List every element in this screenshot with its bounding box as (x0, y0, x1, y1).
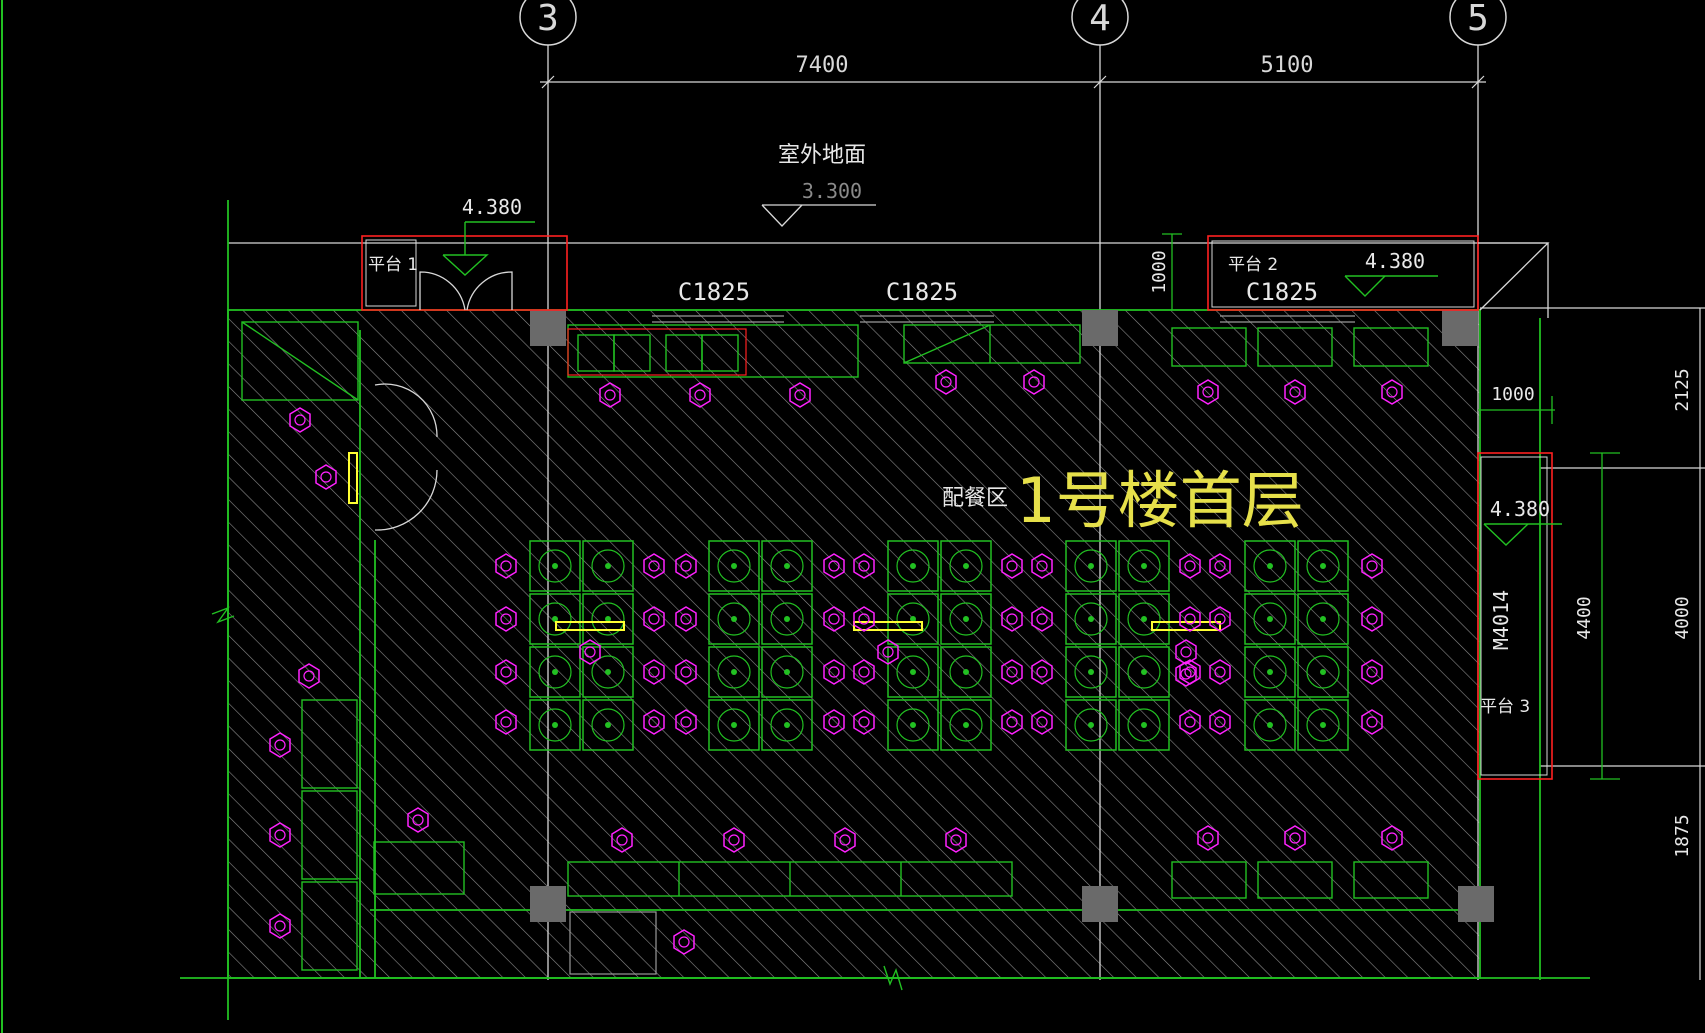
top-dimension-line (540, 75, 1486, 89)
grid-label-3: 3 (537, 0, 559, 39)
dim-right-bot: 1875 (1672, 814, 1693, 857)
sink-outline-red (567, 328, 747, 376)
bottom-stairs (569, 911, 657, 975)
left-swing-door[interactable] (374, 383, 438, 531)
left-cabinet-column[interactable] (301, 699, 358, 971)
platform-2-label: 平台 2 (1228, 255, 1278, 275)
structural-columns (530, 310, 1494, 922)
left-storage-room[interactable] (241, 321, 359, 401)
dim-right-top: 2125 (1672, 368, 1693, 411)
dim-platform-3-height: 4400 (1574, 596, 1595, 639)
window-label-1: C1825 (678, 278, 750, 306)
building-outline (180, 200, 1590, 1020)
platform-3[interactable] (1477, 452, 1553, 780)
outdoor-level-value: 3.300 (802, 179, 862, 203)
grid-bubble-3: 3 (519, 0, 577, 46)
wall-fixture-yellow (348, 452, 358, 504)
bottom-right-fridges[interactable] (1171, 861, 1429, 899)
bottom-counters[interactable] (567, 861, 1013, 897)
dim-right-offset: 1000 (1491, 384, 1534, 405)
dim-span-3-4: 7400 (796, 53, 849, 78)
dim-platform-depth: 1000 (1149, 250, 1170, 293)
outdoor-level-marker (761, 204, 876, 227)
grid-bubble-4: 4 (1071, 0, 1129, 46)
platform-3-height-dim (1590, 452, 1620, 780)
dim-span-4-5: 5100 (1261, 53, 1314, 78)
window-openings (652, 315, 1355, 323)
platform-1-label: 平台 1 (368, 255, 418, 275)
platform-1-level: 4.380 (462, 195, 522, 219)
top-right-fridges[interactable] (1171, 327, 1429, 367)
top-prep-counter[interactable] (903, 324, 1081, 364)
platform-2-level: 4.380 (1365, 249, 1425, 273)
window-label-2: C1825 (886, 278, 958, 306)
platform-depth-dim (1162, 233, 1182, 310)
outdoor-ground-label: 室外地面 (778, 143, 866, 168)
building-floor-title: 1号楼首层 (1016, 464, 1303, 537)
serving-area-label: 配餐区 (942, 486, 1008, 511)
window-label-3: C1825 (1246, 278, 1318, 306)
grid-label-4: 4 (1089, 0, 1111, 39)
platform-1-level-marker (442, 221, 535, 276)
roof-corner (1478, 242, 1550, 318)
entrance-double-door[interactable] (419, 271, 513, 311)
break-marks (211, 606, 903, 991)
small-cabinet[interactable] (373, 841, 465, 895)
platform-3-label: 平台 3 (1480, 697, 1530, 717)
dim-right-mid: 4000 (1672, 596, 1693, 639)
right-offset-dim (1478, 396, 1555, 424)
platform-3-level-marker (1483, 523, 1562, 546)
platform-3-level: 4.380 (1490, 497, 1550, 521)
grid-bubble-5: 5 (1449, 0, 1507, 46)
platform-2[interactable] (1207, 235, 1479, 311)
platform-2-level-marker (1344, 275, 1438, 297)
door-label-right: M4014 (1489, 590, 1513, 650)
grid-label-5: 5 (1467, 0, 1489, 39)
